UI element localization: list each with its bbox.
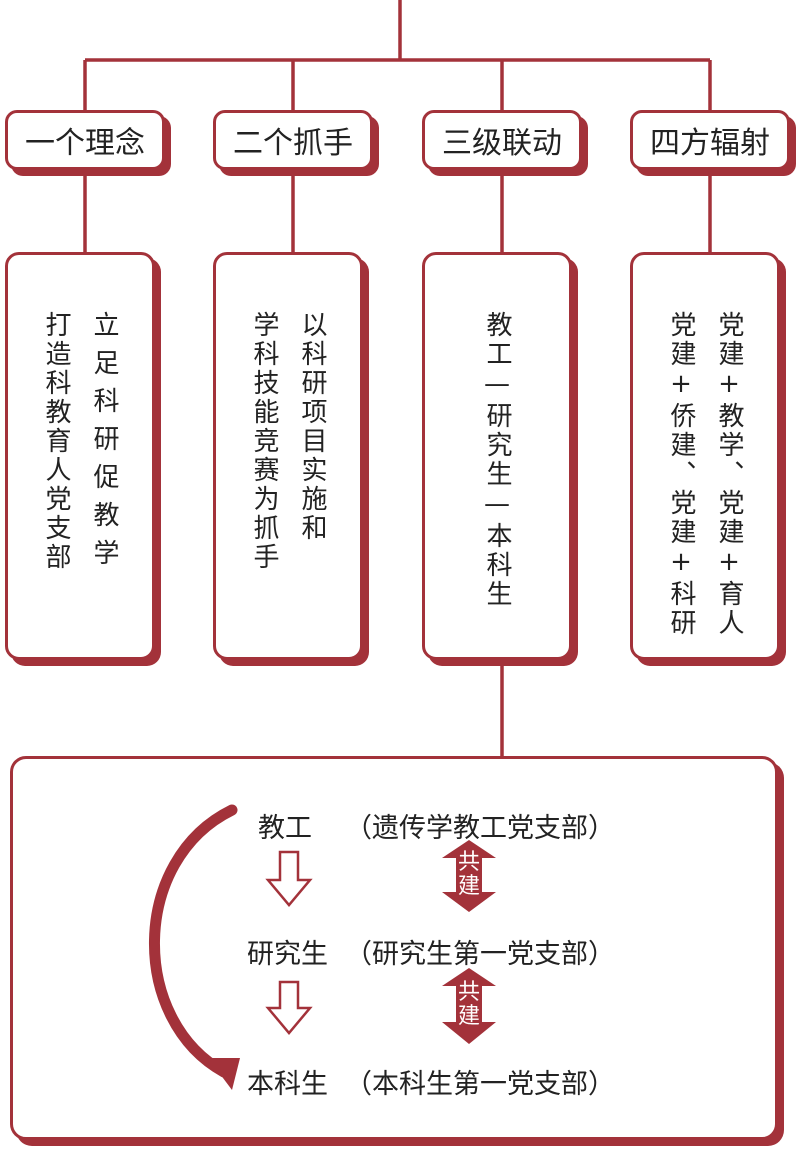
curved-arrowhead-icon <box>208 1058 240 1090</box>
co-build-label-2: 共 建 <box>454 981 484 1029</box>
card-2-column-2: 学科技能竞赛为抓手 <box>249 311 279 572</box>
card-2-column-1: 以科研项目实施和 <box>297 311 327 543</box>
double-arrow-icon-1 <box>442 840 496 912</box>
card-4-column-1: 党建+教学、党建+育人 <box>714 311 744 638</box>
card-3-column-1: 教工—研究生—本科生 <box>482 311 512 609</box>
header-label-2: 二个抓手 <box>233 126 353 161</box>
header-box-3: 三级联动 <box>422 110 582 170</box>
card-1-column-1: 立足科研促教学 <box>89 311 119 577</box>
header-label-4: 四方辐射 <box>650 126 770 161</box>
co-build-char-1b: 建 <box>457 874 480 899</box>
curved-arrow-icon <box>149 804 238 1078</box>
header-label-1: 一个理念 <box>25 126 145 161</box>
header-label-3: 三级联动 <box>442 126 562 161</box>
card-3: 教工—研究生—本科生 <box>422 252 572 660</box>
flow-level-1: 教工 <box>258 813 312 844</box>
flow-level-3: 本科生 <box>247 1069 328 1100</box>
flow-branch-1: （遗传学教工党支部） <box>345 813 615 844</box>
co-build-char-1a: 共 <box>457 850 480 875</box>
flow-level-2: 研究生 <box>247 939 328 970</box>
header-box-4: 四方辐射 <box>630 110 790 170</box>
co-build-label-1: 共 建 <box>454 851 484 899</box>
co-build-char-2a: 共 <box>457 980 480 1005</box>
header-box-1: 一个理念 <box>5 110 165 170</box>
down-arrow-icon-1 <box>265 850 313 907</box>
card-1-column-2: 打造科教育人党支部 <box>41 311 71 572</box>
double-arrow-icon-2 <box>442 968 496 1044</box>
header-box-2: 二个抓手 <box>213 110 373 170</box>
down-arrow-icon-2 <box>265 980 313 1035</box>
card-1: 立足科研促教学 打造科教育人党支部 <box>5 252 155 660</box>
card-2: 以科研项目实施和 学科技能竞赛为抓手 <box>213 252 363 660</box>
card-4: 党建+教学、党建+育人 党建+侨建、党建+科研 <box>630 252 780 660</box>
linkage-box <box>10 756 778 1140</box>
flow-branch-2: （研究生第一党支部） <box>345 939 615 970</box>
co-build-char-2b: 建 <box>457 1004 480 1029</box>
card-4-column-2: 党建+侨建、党建+科研 <box>666 311 696 638</box>
flow-branch-3: （本科生第一党支部） <box>345 1069 615 1100</box>
